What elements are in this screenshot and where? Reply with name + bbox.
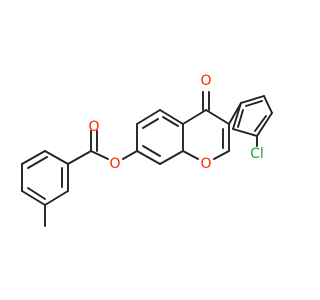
atom-oxygen-ring: O xyxy=(200,156,211,172)
atom-chlorine: Cl xyxy=(250,146,264,162)
molecule-structure: O O O O Cl xyxy=(21,73,273,227)
atom-oxygen-ketone: O xyxy=(200,73,211,89)
bond-lines xyxy=(21,91,273,227)
atom-oxygen-carbonyl-ester: O xyxy=(88,119,99,135)
atom-labels: O O O O Cl xyxy=(88,73,263,172)
atom-oxygen-ester: O xyxy=(109,156,120,172)
